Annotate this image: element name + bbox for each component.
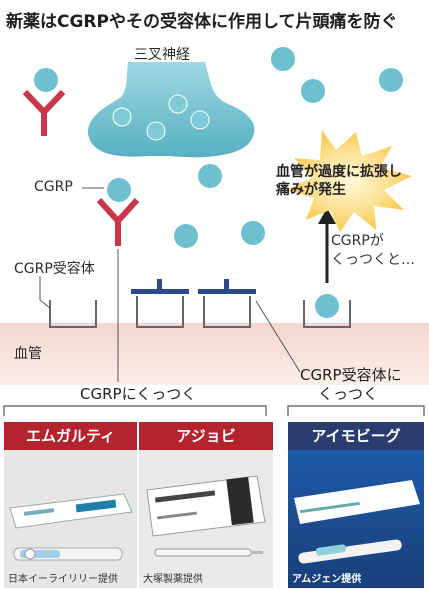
bracket-right <box>287 405 425 416</box>
blood-vessel-label: 血管 <box>14 346 42 362</box>
cgrp-receptor <box>136 296 184 328</box>
bind-receptor-leader <box>255 300 301 373</box>
cgrp-molecule <box>107 178 131 202</box>
cgrp-molecule <box>34 68 58 92</box>
receptor-leader-line <box>39 299 51 309</box>
cgrp-receptor-label: CGRP受容体 <box>14 261 95 277</box>
cgrp-receptor <box>203 296 251 328</box>
product-panel-emgality: エムガルティ 日本イーライリリー提供 <box>4 422 137 588</box>
product-panel-aimovig: アイモビーグ アムジェン提供 <box>288 422 424 588</box>
product-credit: 日本イーライリリー提供 <box>8 574 118 585</box>
pain-burst <box>286 130 412 232</box>
page-title: 新薬はCGRPやその受容体に作用して片頭痛を防ぐ <box>6 12 398 32</box>
product-panel-ajovy: アジョビ 大塚製薬提供 <box>139 422 273 588</box>
bind-receptor-line2: くっつく <box>318 385 379 403</box>
antibody-icon <box>96 197 140 246</box>
arrow-up-head <box>318 208 336 224</box>
cgrp-molecule <box>241 221 265 245</box>
binding-caption-line1: CGRPが <box>331 233 384 249</box>
vesicle <box>190 110 210 130</box>
binding-caption-line2: くっつくと… <box>331 252 415 268</box>
cgrp-molecule <box>174 224 198 248</box>
product-name: エムガルティ <box>4 422 137 450</box>
bind-receptor-label: CGRP受容体に くっつく <box>300 366 402 404</box>
trigeminal-label: 三叉神経 <box>134 47 190 63</box>
product-name: アイモビーグ <box>288 422 424 450</box>
bracket-left <box>3 405 267 416</box>
cgrp-molecule <box>379 68 403 92</box>
product-name: アジョビ <box>139 422 273 450</box>
pain-caption-line1: 血管が過度に拡張し <box>276 164 402 180</box>
bind-cgrp-label: CGRPにくっつく <box>80 385 197 403</box>
antibody-icon <box>22 89 66 136</box>
receptor-blocker <box>131 279 189 294</box>
product-photo <box>288 450 424 588</box>
vesicle <box>146 121 166 141</box>
cgrp-receptor <box>303 300 351 328</box>
cgrp-label: CGRP <box>34 179 73 195</box>
cgrp-molecule <box>301 79 325 103</box>
cgrp-receptor <box>49 300 97 328</box>
product-photo <box>139 450 273 588</box>
receptor-blocker <box>198 279 256 294</box>
vesicle <box>112 107 132 127</box>
cgrp-molecule <box>271 47 295 71</box>
binding-caption: CGRPが くっつくと… <box>331 232 415 270</box>
pain-caption: 血管が過度に拡張し 痛みが発生 <box>276 163 402 199</box>
blood-vessel <box>0 323 429 385</box>
cgrp-molecule <box>198 164 222 188</box>
product-credit: 大塚製薬提供 <box>143 574 203 585</box>
vesicle <box>168 94 188 114</box>
bind-receptor-line1: CGRP受容体に <box>300 366 402 384</box>
cgrp-molecule <box>315 294 339 318</box>
pain-caption-line2: 痛みが発生 <box>276 182 346 198</box>
product-credit: アムジェン提供 <box>292 574 362 585</box>
product-photo <box>4 450 137 588</box>
